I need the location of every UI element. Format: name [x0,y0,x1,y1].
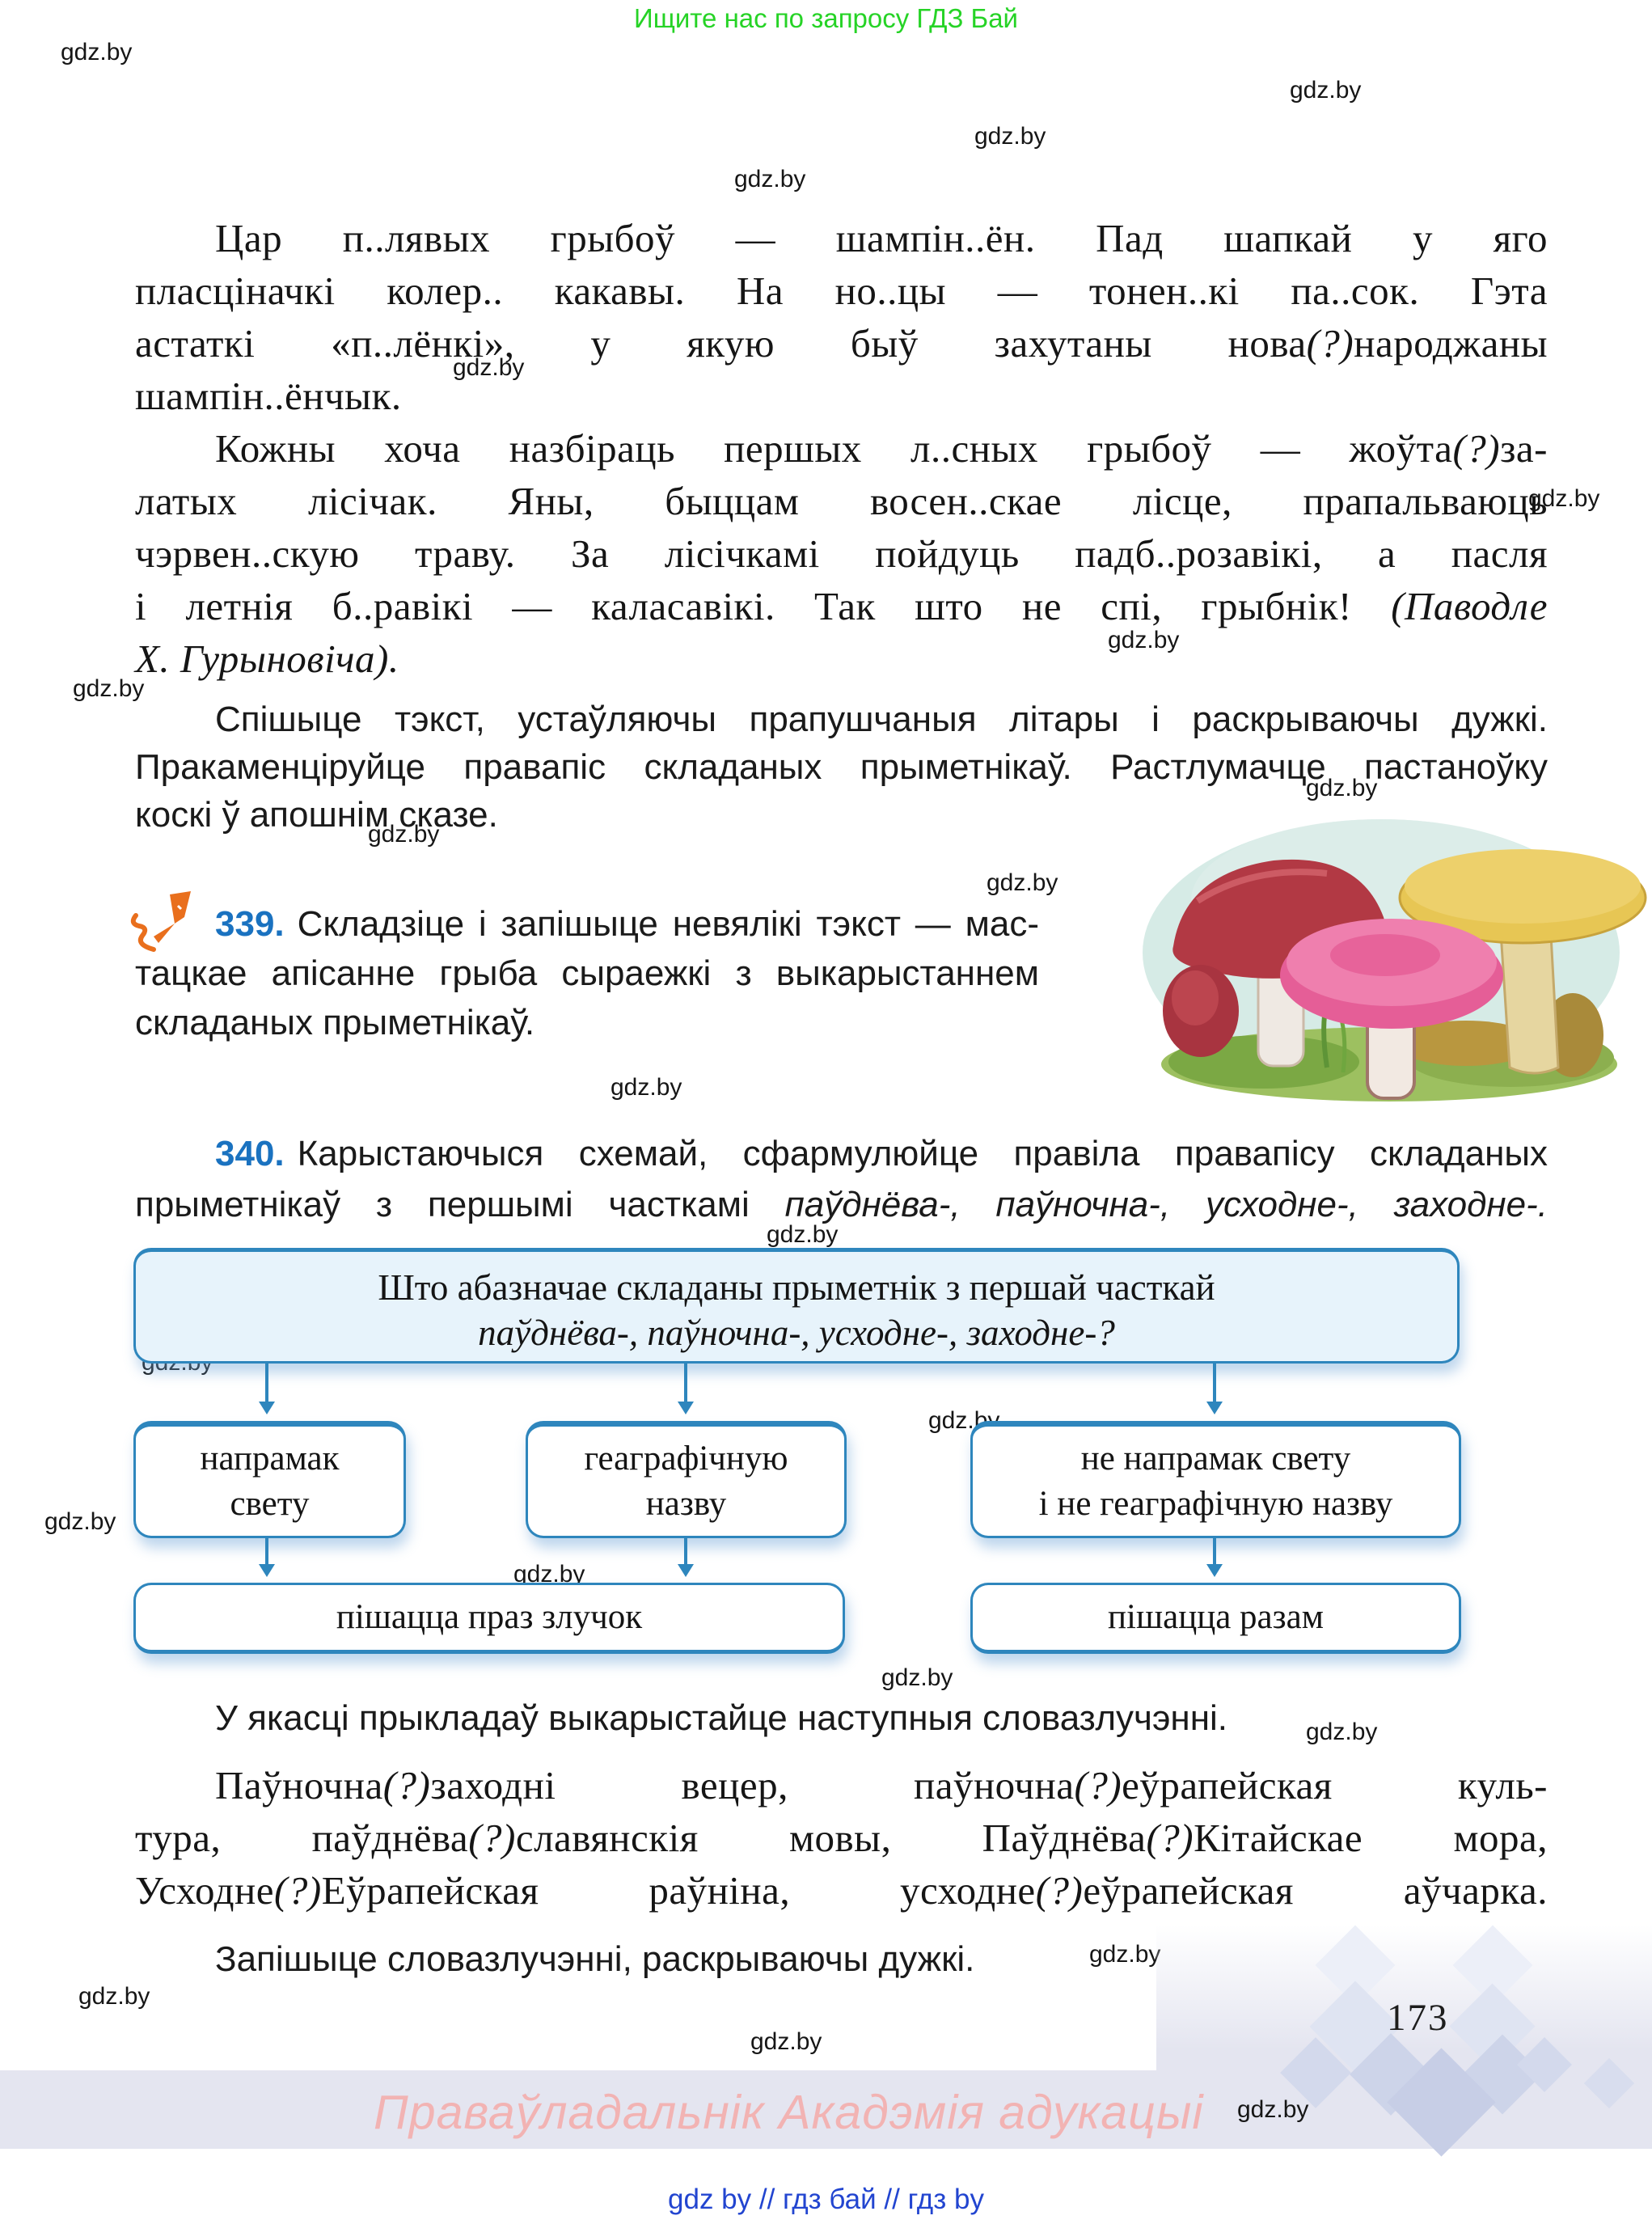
watermark: gdz.by [767,1221,839,1248]
text-line: тура, паўднёва(?)славянскія мовы, Паўднё… [135,1816,1548,1860]
final-instruction: Запішыце словазлучэнні, раскрываючы дужк… [135,1935,1548,1983]
text-line: 340. Карыстаючыся схемай, сфармулюйце пра… [135,1128,1548,1179]
exercise-339: 339. Складзіце і запішыце невялікі тэкст … [135,899,1039,1047]
watermark: gdz.by [881,1664,953,1691]
text-line: Паўночна(?)заходні вецер, паўночна(?)еўр… [215,1763,1548,1808]
text-line: 339. Складзіце і запішыце невялікі тэкст … [135,899,1039,949]
watermark: gdz.by [1108,627,1180,653]
diagram-branch-box: не напрамак свету і не геаграфічную назв… [970,1421,1461,1538]
arrow-down-icon [678,1362,694,1414]
result-label: пішацца праз злучок [336,1598,643,1636]
exercise-text: Карыстаючыся схемай, сфармулюйце правіла… [297,1134,1548,1173]
branch-label: геаграфічную [584,1440,788,1478]
arrow-down-icon [259,1536,275,1577]
text-line: прыметнікаў з першымі часткамі паўднёва-… [135,1185,1548,1224]
watermark: gdz.by [61,39,133,66]
diagram-question-line1: Што абазначае складаны прыметнік з перша… [378,1267,1215,1308]
examples-intro: У якасці прыкладаў выкарыстайце наступны… [135,1694,1548,1742]
watermark: gdz.by [974,123,1046,150]
result-label: пішацца разам [1108,1598,1324,1636]
watermark: gdz.by [1237,2096,1309,2123]
diagram-branch-box: геаграфічную назву [526,1421,847,1538]
examples-text: Паўночна(?)заходні вецер, паўночна(?)еўр… [135,1759,1548,1917]
arrow-down-icon [259,1362,275,1414]
dictation-text: Цар п..лявых грыбоў — шампін..ён. Пад ша… [135,212,1548,685]
text-line: і летнія б..равікі — каласавікі. Так што… [135,584,1548,628]
branch-label: назву [645,1485,727,1523]
branch-label: свету [230,1485,310,1523]
mushrooms-illustration [1143,819,1647,1101]
diagram-question-line2: паўднёва-, паўночна-, усходне-, заходне-… [478,1313,1115,1353]
text-line: Цар п..лявых грыбоў — шампін..ён. Пад ша… [215,216,1548,260]
text-line: пласціначкі колер.. какавы. На но..цы — … [135,268,1548,313]
watermark: gdz.by [1306,775,1378,801]
text-line: Пракаменціруйце правапіс складаных прыме… [135,747,1548,787]
diagram-result-box: пішацца разам [970,1583,1461,1654]
pen-icon [130,891,191,952]
arrow-down-icon [1206,1362,1223,1414]
text-line: Усходне(?)Еўрапейская раўніна, усходне(?… [135,1868,1548,1913]
text-line: чэрвен..скую траву. За лісічкамі пойдуць… [135,531,1548,576]
copyright-text: Праваўладальнік Акадэмія адукацыі [374,2086,1204,2139]
text-line: астаткі «п..лёнкі», у якую быў захутаны … [135,321,1548,366]
text-line: тацкае апісанне грыба сыраежкі з выкарыс… [135,953,1039,993]
watermark: gdz.by [73,675,145,702]
exercise-number: 339. [215,904,285,944]
watermark: gdz.by [750,2028,822,2055]
branch-label: не напрамак свету [1080,1440,1351,1478]
exercise-text: Складзіце і запішыце невялікі тэкст — ма… [297,904,1039,944]
text-line: шампін..ёнчык. [135,374,402,418]
text-line: латых лісічак. Яны, быццам восен..скае л… [135,479,1548,523]
arrow-down-icon [678,1536,694,1577]
footer-links[interactable]: gdz by // гдз бай // гдз by [668,2184,984,2215]
watermark: gdz.by [368,821,440,848]
exercise-340: 340. Карыстаючыся схемай, сфармулюйце пра… [135,1128,1548,1230]
watermark: gdz.by [987,869,1058,896]
exercise-number: 340. [215,1134,285,1173]
watermark: gdz.by [734,166,806,192]
watermark: gdz.by [44,1508,116,1535]
arrow-down-icon [1206,1536,1223,1577]
text-line: складаных прыметнікаў. [135,1003,535,1042]
promo-banner: Ищите нас по запросу ГДЗ Бай [634,3,1018,33]
watermark: gdz.by [1089,1941,1161,1968]
text-line: Спішыце тэкст, устаўляючы прапушчаныя лі… [215,700,1548,739]
text-line: Х. Гурыновіча). [135,636,399,681]
instruction-paragraph: Спішыце тэкст, устаўляючы прапушчаныя лі… [135,696,1548,839]
text-line: Запішыце словазлучэнні, раскрываючы дужк… [215,1939,975,1979]
branch-label: і не геаграфічную назву [1038,1485,1393,1523]
watermark: gdz.by [1290,77,1362,104]
text-line: У якасці прыкладаў выкарыстайце наступны… [215,1698,1228,1738]
diagram-result-box: пішацца праз злучок [133,1583,845,1654]
watermark: gdz.by [453,354,525,381]
watermark: gdz.by [611,1074,682,1101]
text-line: коскі ў апошнім сказе. [135,795,498,835]
diagram-branch-box: напрамак свету [133,1421,406,1538]
page-number: 173 [1387,1997,1449,2039]
watermark: gdz.by [78,1983,150,2010]
watermark: gdz.by [1528,485,1600,512]
text-line: Кожны хоча назбіраць першых л..сных грыб… [215,426,1548,471]
watermark: gdz.by [1306,1719,1378,1745]
diagram-question-box: Што абазначае складаны прыметнік з перша… [133,1248,1460,1364]
branch-label: напрамак [200,1440,340,1478]
